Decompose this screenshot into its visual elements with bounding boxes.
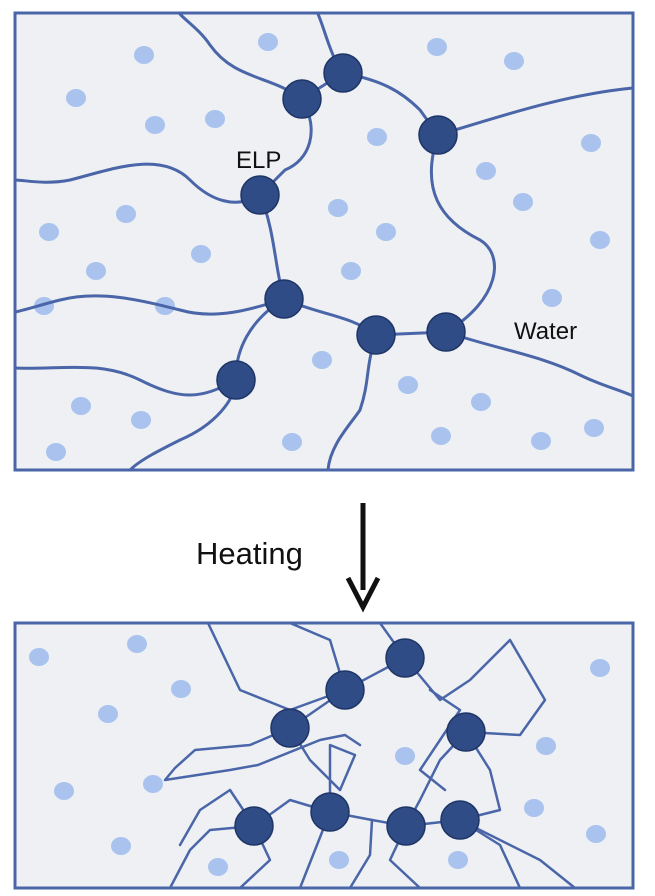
water-dot: [341, 262, 361, 280]
water-dot: [66, 89, 86, 107]
elp-chain: [13, 162, 262, 204]
elp-node: [240, 175, 280, 215]
elp-chain: [436, 86, 635, 137]
water-dot: [581, 134, 601, 152]
water-dot: [98, 705, 118, 723]
elp-chain: [444, 330, 635, 398]
elp-node: [216, 360, 256, 400]
water-dot: [143, 775, 163, 793]
water-dot: [54, 782, 74, 800]
water-dot: [427, 38, 447, 56]
water-dot: [145, 116, 165, 134]
water-dot: [134, 46, 154, 64]
water-dot: [584, 419, 604, 437]
collapsed-panel-frame: [13, 621, 635, 890]
elp-node: [440, 800, 480, 840]
elp-chain: [458, 818, 577, 890]
water-dot: [590, 659, 610, 677]
heating-arrow: [345, 503, 381, 613]
water-dot: [29, 648, 49, 666]
water-dot: [542, 289, 562, 307]
water-dot: [86, 262, 106, 280]
elp-label: ELP: [236, 147, 282, 174]
water-dot: [71, 397, 91, 415]
elp-nodes-top: [216, 53, 466, 400]
elp-node: [282, 79, 322, 119]
water-dot: [258, 33, 278, 51]
water-dot: [531, 432, 551, 450]
elp-nodes-bottom: [234, 638, 486, 846]
water-dot: [171, 680, 191, 698]
water-dot: [471, 393, 491, 411]
water-dot: [524, 799, 544, 817]
water-dot: [46, 443, 66, 461]
water-dot: [398, 376, 418, 394]
water-dot: [329, 851, 349, 869]
water-dot: [328, 199, 348, 217]
hydrated-panel-frame: [13, 11, 635, 472]
elp-chain: [429, 133, 496, 334]
elp-chain: [13, 294, 286, 316]
water-dot: [367, 128, 387, 146]
water-dot: [39, 223, 59, 241]
elp-chain: [13, 365, 238, 397]
water-dot: [395, 747, 415, 765]
elp-node: [270, 708, 310, 748]
elp-node: [310, 792, 350, 832]
water-dot: [116, 205, 136, 223]
elp-chain: [178, 788, 256, 847]
water-dot: [131, 411, 151, 429]
water-dot: [431, 427, 451, 445]
water-label: Water: [514, 318, 578, 345]
elp-chain: [403, 638, 547, 737]
water-dot: [590, 231, 610, 249]
water-dot: [208, 858, 228, 876]
water-dot: [376, 223, 396, 241]
water-dot: [191, 245, 211, 263]
elp-node: [234, 806, 274, 846]
water-dot: [205, 110, 225, 128]
elp-node: [356, 315, 396, 355]
elp-chain: [168, 824, 256, 890]
water-dot: [536, 737, 556, 755]
water-dot: [513, 193, 533, 211]
elp-node: [264, 279, 304, 319]
water-dot: [127, 635, 147, 653]
arrow-head: [345, 576, 381, 613]
water-molecules-top: [34, 33, 610, 461]
elp-chain: [326, 333, 378, 472]
collapsed-state-panel: [13, 621, 635, 890]
elp-chain: [348, 818, 374, 890]
elp-chain: [288, 726, 357, 814]
elp-chains-bottom: [163, 621, 577, 890]
elp-node: [385, 638, 425, 678]
elp-chain: [458, 730, 502, 822]
hydrated-state-panel: [13, 11, 635, 472]
water-dot: [448, 851, 468, 869]
heating-label: Heating: [196, 536, 303, 571]
water-dot: [282, 433, 302, 451]
water-dot: [504, 52, 524, 70]
elp-node: [386, 806, 426, 846]
water-dot: [586, 825, 606, 843]
water-molecules-bottom: [29, 635, 610, 876]
elp-node: [323, 53, 363, 93]
water-dot: [476, 162, 496, 180]
elp-node: [446, 712, 486, 752]
elp-chain: [178, 12, 304, 101]
elp-node: [426, 312, 466, 352]
elp-chain: [418, 688, 462, 792]
elp-chain: [163, 726, 362, 782]
elp-node: [325, 670, 365, 710]
water-dot: [312, 351, 332, 369]
elp-node: [418, 115, 458, 155]
water-dot: [111, 837, 131, 855]
